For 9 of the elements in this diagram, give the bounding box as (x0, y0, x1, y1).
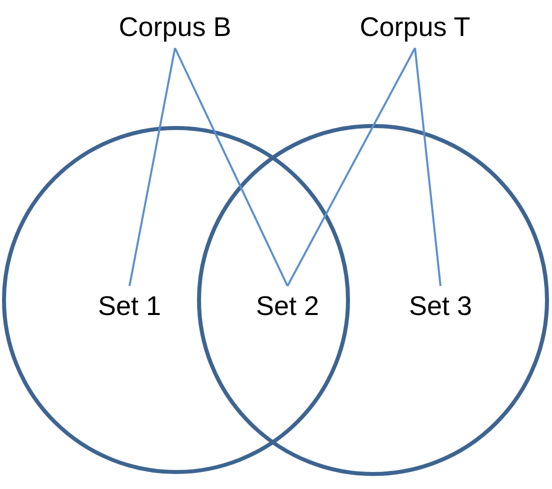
leader-line (286, 48, 416, 286)
set-label: Corpus T (340, 8, 490, 46)
set-label: Set 2 (250, 288, 325, 324)
leader-line (414, 48, 442, 286)
set-label: Set 3 (403, 288, 478, 324)
set-label: Set 1 (92, 288, 167, 324)
leader-line (128, 48, 176, 286)
set-label: Corpus B (100, 8, 250, 46)
leader-line (174, 48, 288, 286)
